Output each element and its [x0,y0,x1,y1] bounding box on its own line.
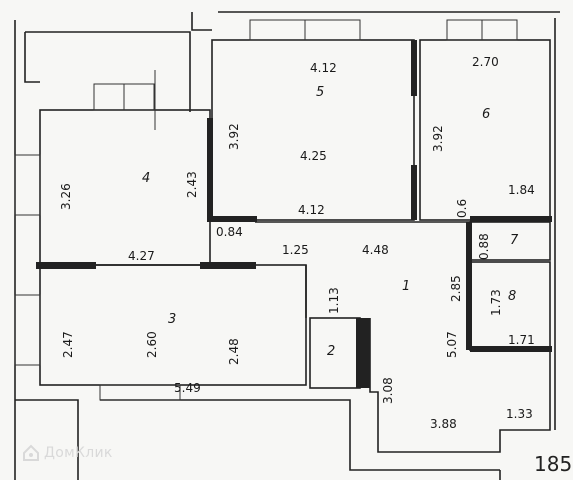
watermark-text: ДомКлик [44,445,113,461]
dim-room3-bottom: 5.49 [174,381,201,395]
outer-top [191,12,212,31]
hatch-room5-right-top [411,40,417,96]
dim-room6-top: 2.70 [472,55,499,69]
room-7-label: 7 [510,233,519,248]
dim-hall-right-lower: 5.07 [445,331,459,358]
balcony-outline [25,31,191,112]
corner-number: 185 [534,452,573,476]
hatch-room5-right-bottom [411,165,417,220]
room-6-label: 6 [482,107,490,122]
dim-hall-right: 2.85 [449,275,463,302]
room-4-label: 4 [142,171,150,186]
dim-hall-left-lower: 3.08 [381,377,395,404]
dim-room6-left: 3.92 [431,125,445,152]
room-labels: 1 2 3 4 5 6 7 8 [142,85,519,359]
room-5-label: 5 [316,85,324,100]
dim-room3-center: 2.60 [145,331,159,358]
window-left-upper [14,154,41,216]
dim-room3-left: 2.47 [61,331,75,358]
watermark: ДомКлик [22,444,113,462]
room-2-label: 2 [327,344,335,359]
dim-hall-bottom: 3.88 [430,417,457,431]
dim-room7-gap: 0.6 [455,199,469,218]
room-1-label: 1 [402,279,410,294]
hall-bottom-wall [369,318,551,453]
dim-room8-side: 1.73 [489,289,503,316]
dim-doorway: 0.84 [216,225,243,239]
hatch-room8-bottom [470,346,552,352]
window-left-lower [14,294,41,366]
dim-room2-top: 1.13 [327,287,341,314]
dim-room4-bottom: 4.27 [128,249,155,263]
dim-room4-left: 3.26 [59,183,73,210]
house-logo-icon [23,444,39,461]
dim-room5-left: 3.92 [227,123,241,150]
hatch-room3-top-right [200,262,256,269]
hatch-room8-left [466,222,472,350]
dim-room8-bottom: 1.71 [508,333,535,347]
dim-room7-side: 0.88 [477,233,491,260]
hatch-room5-bottom [207,216,257,222]
window-bottom [99,384,181,401]
hatch-room2-right [356,318,370,388]
dim-stair-width: 1.33 [506,407,533,421]
dimension-labels: 4.12 4.25 3.92 4.12 2.70 3.92 3.26 2.43 … [59,55,535,431]
windows [14,19,518,401]
hatch-room3-top-left [36,262,96,269]
lower-boundary [100,399,500,471]
dim-room4-right: 2.43 [185,171,199,198]
balcony-outline-left [24,32,40,83]
hatch-room5-left [207,118,213,220]
dim-room5-bottom: 4.12 [298,203,325,217]
room-3-label: 3 [168,312,176,327]
dim-room5-center: 4.25 [300,149,327,163]
dim-room7-top: 1.84 [508,183,535,197]
lower-left-boundary [15,399,79,480]
dim-room5-top: 4.12 [310,61,337,75]
hatch-room7-top [470,216,552,222]
room-8-label: 8 [508,289,516,304]
dim-hall-entry: 1.25 [282,243,309,257]
dim-hall-top: 4.48 [362,243,389,257]
dim-room3-right: 2.48 [227,338,241,365]
hatched-walls [36,40,552,388]
